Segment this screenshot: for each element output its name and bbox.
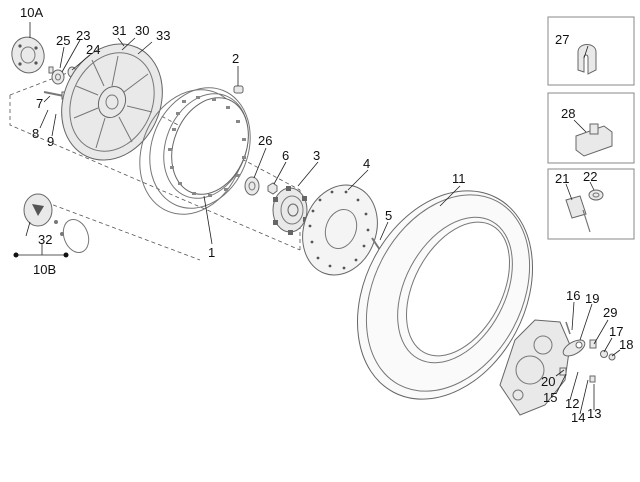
nut-6 bbox=[267, 182, 278, 195]
label-10b: 10B bbox=[33, 262, 56, 277]
label-33: 33 bbox=[156, 28, 170, 43]
label-23: 23 bbox=[76, 28, 90, 43]
label-12: 12 bbox=[565, 396, 579, 411]
label-32: 32 bbox=[38, 232, 52, 247]
label-21: 21 bbox=[555, 171, 569, 186]
label-30: 30 bbox=[135, 23, 149, 38]
label-16: 16 bbox=[566, 288, 580, 303]
bearing-26 bbox=[244, 176, 260, 196]
hub-cap-10a bbox=[11, 36, 45, 74]
tyre-11 bbox=[356, 190, 534, 400]
inset-box-28 bbox=[547, 92, 635, 164]
label-2: 2 bbox=[232, 51, 239, 66]
label-18: 18 bbox=[619, 337, 633, 352]
label-3: 3 bbox=[313, 148, 320, 163]
wheel-rim-1 bbox=[139, 87, 251, 215]
label-7: 7 bbox=[36, 96, 43, 111]
label-31: 31 bbox=[112, 23, 126, 38]
label-10a: 10A bbox=[20, 5, 43, 20]
leader-lines bbox=[16, 22, 621, 415]
label-9: 9 bbox=[47, 134, 54, 149]
label-6: 6 bbox=[282, 148, 289, 163]
spacer-parts bbox=[48, 66, 77, 85]
label-19: 19 bbox=[585, 291, 599, 306]
inset-box-27 bbox=[547, 16, 635, 86]
label-25: 25 bbox=[56, 33, 70, 48]
label-13: 13 bbox=[587, 406, 601, 421]
label-1: 1 bbox=[208, 245, 215, 260]
valve-2 bbox=[233, 85, 244, 94]
label-22: 22 bbox=[583, 169, 597, 184]
label-24: 24 bbox=[86, 42, 100, 57]
hub-cap-10b bbox=[23, 193, 90, 253]
label-15: 15 bbox=[543, 390, 557, 405]
wheel-hub-3 bbox=[272, 186, 308, 235]
label-8: 8 bbox=[32, 126, 39, 141]
wheel-cover-33 bbox=[61, 43, 163, 161]
label-27: 27 bbox=[555, 32, 569, 47]
label-20: 20 bbox=[541, 374, 555, 389]
label-11: 11 bbox=[452, 171, 466, 186]
label-4: 4 bbox=[363, 156, 370, 171]
label-17: 17 bbox=[609, 324, 623, 339]
part-labels: 10A 25 23 24 31 30 33 7 8 9 2 1 26 6 3 4… bbox=[20, 5, 633, 425]
label-14: 14 bbox=[571, 410, 585, 425]
label-29: 29 bbox=[603, 305, 617, 320]
brake-caliper-assembly bbox=[499, 319, 616, 416]
label-28: 28 bbox=[561, 106, 575, 121]
label-26: 26 bbox=[258, 133, 272, 148]
bracket-dots-10b bbox=[13, 252, 69, 258]
inset-box-21-22 bbox=[547, 168, 635, 240]
label-5: 5 bbox=[385, 208, 392, 223]
